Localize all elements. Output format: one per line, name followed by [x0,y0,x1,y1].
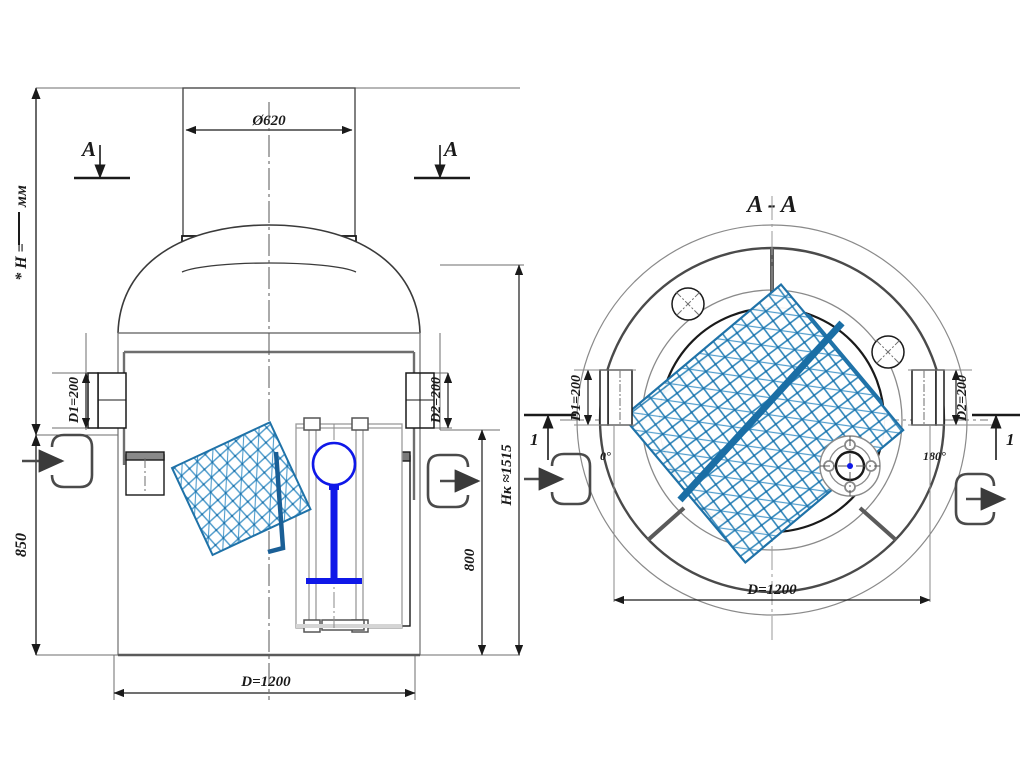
dim-overall-height: * H = мм [13,87,41,436]
nozzle-left [87,372,127,429]
lug-circle-left [671,287,705,321]
outlet-icon-section [954,472,1007,526]
label-height-note: * H = [13,243,30,281]
label-d1200-section: D=1200 [746,582,797,598]
dim-hk: Hк ≈1515 [499,264,524,656]
label-section-title: A - A [745,192,797,218]
bolt-flange-detail [819,435,881,497]
label-850: 850 [13,533,30,557]
label-hk: Hк ≈1515 [499,444,515,507]
inlet-icon-section [524,452,592,506]
dim-850: 850 [13,434,41,656]
label-800: 800 [462,548,478,571]
cage-fittings [296,417,402,633]
section-arrow-1-right: 1 [972,413,1020,460]
label-section-1-right: 1 [1006,430,1015,449]
section-arrow-a-left: A [74,137,130,180]
grating-panel-section-overflow [621,282,905,565]
dim-d2-front: D2=200 [429,372,453,429]
label-angle-180: 180° [923,449,946,463]
section-arrow-1-left: 1 [524,413,576,460]
dim-d1200-front: D=1200 [113,674,416,698]
section-arrow-a-right: A [414,137,470,180]
label-angle-zero: 0° [600,449,611,463]
lug-circle-right [871,335,905,369]
nozzle-right-section [911,369,945,426]
dome-seam [181,262,357,273]
outlet-icon [426,453,481,509]
dim-d1-front: D1=200 [67,372,91,429]
nozzle-left-section [599,369,633,426]
label-d1-front: D1=200 [67,377,82,424]
float-assembly [306,441,362,584]
label-section-1-left: 1 [530,430,539,449]
label-d1-section: D1=200 [569,375,584,422]
label-d2-front: D2=200 [429,377,444,424]
dim-800: 800 [462,429,487,656]
inlet-icon [22,433,94,489]
label-section-a-left: A [80,137,96,161]
dim-d1200-section: D=1200 [613,425,931,605]
grating-diagonal-bar [677,320,845,503]
label-d2-section: D2=200 [955,375,970,422]
dim-d1-section: D1=200 [569,369,636,426]
dim-d2-section: D2=200 [908,369,1000,426]
label-section-a-right: A [442,137,458,161]
grating-edge-front [267,451,286,555]
label-height-unit: мм [13,185,30,208]
section-view-aa: A - A [524,192,1020,640]
label-d1200-front: D=1200 [240,674,291,690]
front-view: * H = мм 850 A A Ø [13,87,524,700]
nozzle-right [405,372,435,429]
